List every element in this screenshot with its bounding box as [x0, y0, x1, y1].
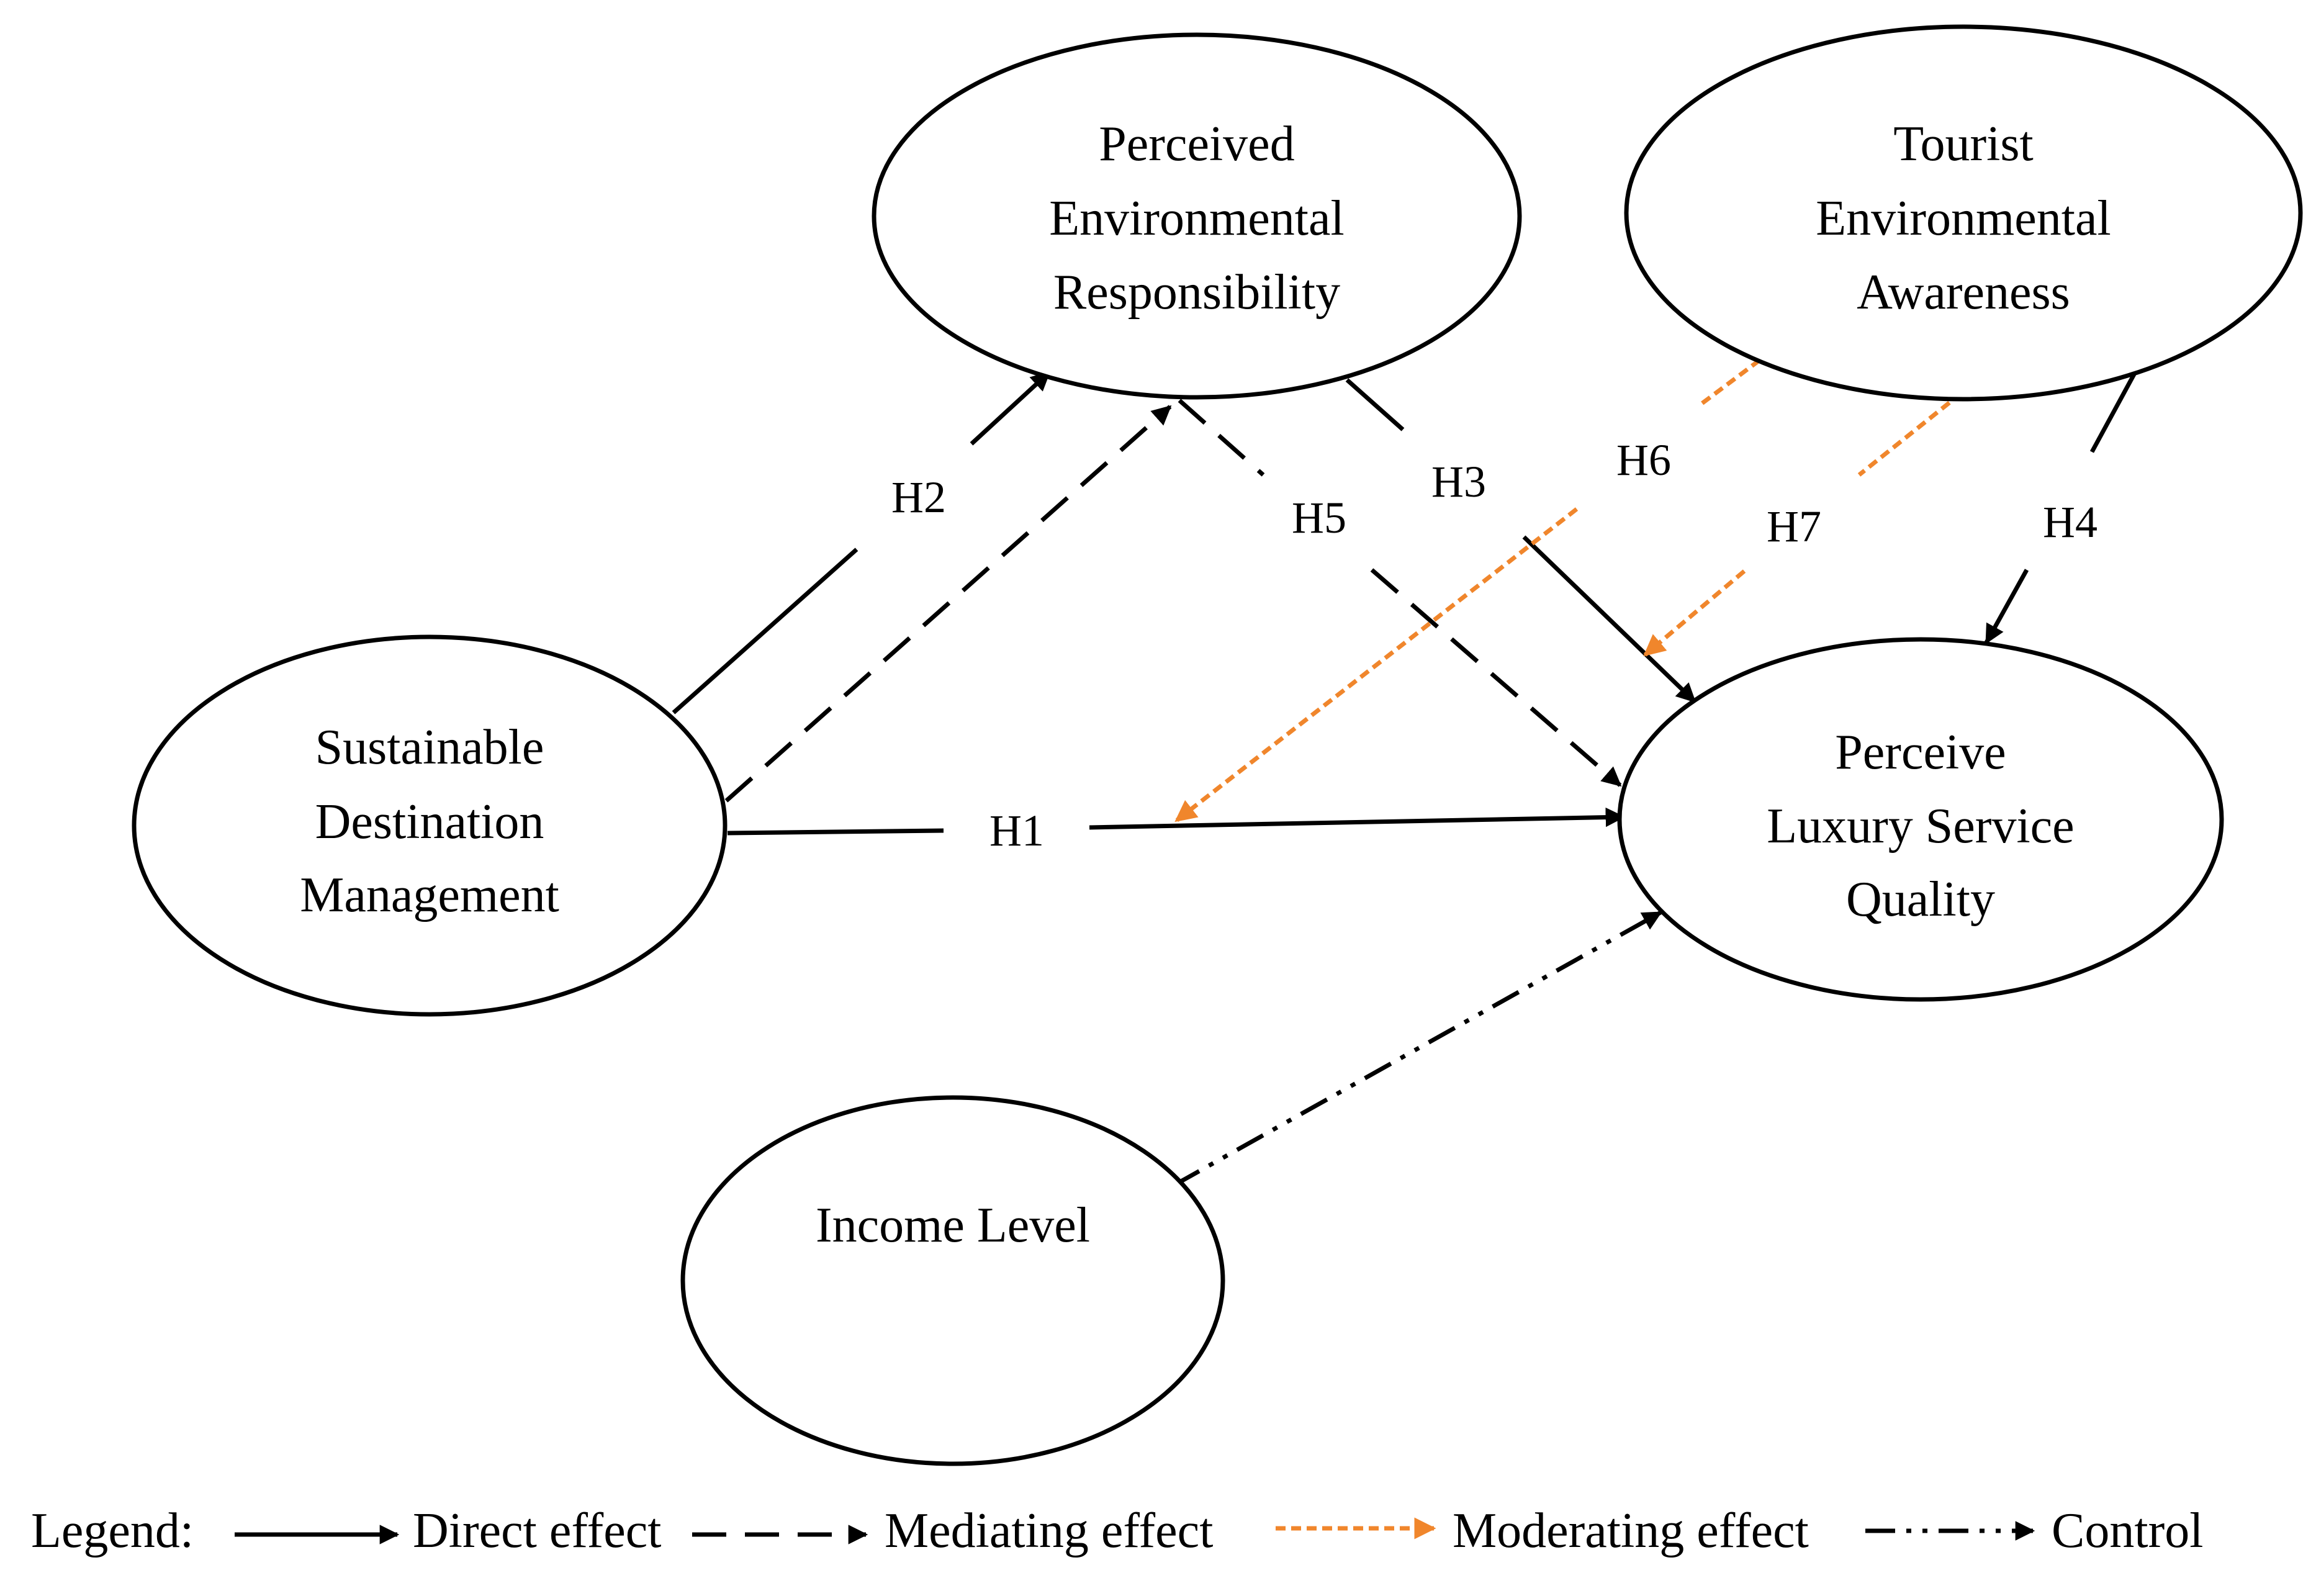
- edge-h4: H4: [1984, 365, 2141, 644]
- node-sustainable-destination-management: Sustainable Destination Management: [132, 634, 728, 1017]
- node-tea-shape: [1624, 24, 2303, 402]
- edge-h3-label: H3: [1431, 457, 1486, 507]
- node-plsq-line-1: Perceive: [1835, 725, 2006, 780]
- node-tea-line-3: Awareness: [1857, 265, 2070, 320]
- edge-control: [1172, 910, 1662, 1188]
- node-perceive-luxury-service-quality: Perceive Luxury Service Quality: [1617, 637, 2224, 1002]
- legend-direct-label: Direct effect: [413, 1504, 661, 1558]
- edge-h6-label: H6: [1616, 435, 1671, 485]
- edge-h7: H7: [1643, 391, 1963, 657]
- edge-h3: H3: [1345, 378, 1696, 703]
- edge-h2-segment-upper: [970, 371, 1051, 446]
- node-tea-line-2: Environmental: [1816, 191, 2111, 246]
- edge-h4-segment-upper: [2089, 365, 2141, 453]
- edge-h2: H2: [672, 371, 1051, 715]
- legend-mediating-label: Mediating effect: [885, 1504, 1213, 1558]
- edge-h2-segment-lower: [672, 548, 858, 715]
- edge-h6: H6: [1174, 358, 1762, 823]
- edge-h3-segment-upper: [1345, 378, 1405, 431]
- edge-sdm-per-mediating-line: [724, 405, 1172, 803]
- node-income-level: Income Level: [680, 1095, 1225, 1466]
- legend: Legend: Direct effect Mediating effect M…: [31, 1504, 2203, 1558]
- node-income-line-1: Income Level: [816, 1198, 1090, 1253]
- edge-h5-segment-upper: [1178, 399, 1265, 477]
- node-perceived-environmental-responsibility: Perceived Environmental Responsibility: [872, 32, 1522, 400]
- edge-h3-segment-lower: [1522, 535, 1696, 703]
- node-tourist-environmental-awareness: Tourist Environmental Awareness: [1624, 24, 2303, 402]
- node-income-shape: [680, 1095, 1225, 1466]
- node-plsq-line-2: Luxury Service: [1767, 799, 2074, 854]
- edge-h1-label: H1: [989, 806, 1044, 855]
- node-sdm-shape: [132, 634, 728, 1017]
- node-per-shape: [872, 32, 1522, 400]
- edge-h1: H1: [727, 806, 1626, 855]
- edge-h7-label: H7: [1767, 502, 1821, 551]
- node-per-line-1: Perceived: [1099, 117, 1294, 171]
- node-plsq-line-3: Quality: [1846, 872, 1995, 927]
- edge-h7-segment-lower: [1643, 569, 1746, 657]
- node-sdm-line-3: Management: [300, 868, 559, 922]
- edge-control-line: [1172, 910, 1662, 1188]
- edge-h5-segment-lower: [1370, 568, 1622, 787]
- edge-h5: H5: [1178, 399, 1622, 787]
- edge-h4-label: H4: [2043, 497, 2097, 547]
- edge-h2-label: H2: [891, 472, 946, 522]
- node-per-line-3: Responsibility: [1053, 265, 1340, 320]
- edge-sdm-per-mediating: [724, 405, 1172, 803]
- node-sdm-line-2: Destination: [315, 795, 544, 849]
- node-tea-line-1: Tourist: [1893, 117, 2034, 171]
- edge-h4-segment-lower: [1984, 569, 2029, 644]
- node-sdm-line-1: Sustainable: [315, 720, 544, 775]
- edge-h1-segment-right: [1089, 807, 1626, 830]
- legend-moderating-label: Moderating effect: [1453, 1504, 1809, 1558]
- edge-h5-label: H5: [1292, 493, 1346, 543]
- edge-h6-segment-lower: [1174, 507, 1579, 823]
- legend-title: Legend:: [31, 1504, 194, 1558]
- edge-h6-segment-upper: [1696, 358, 1762, 408]
- edge-h7-segment-upper: [1857, 391, 1963, 477]
- node-plsq-shape: [1617, 637, 2224, 1002]
- legend-control-label: Control: [2052, 1504, 2203, 1558]
- node-per-line-2: Environmental: [1049, 191, 1344, 246]
- edge-h1-segment-left: [727, 828, 944, 836]
